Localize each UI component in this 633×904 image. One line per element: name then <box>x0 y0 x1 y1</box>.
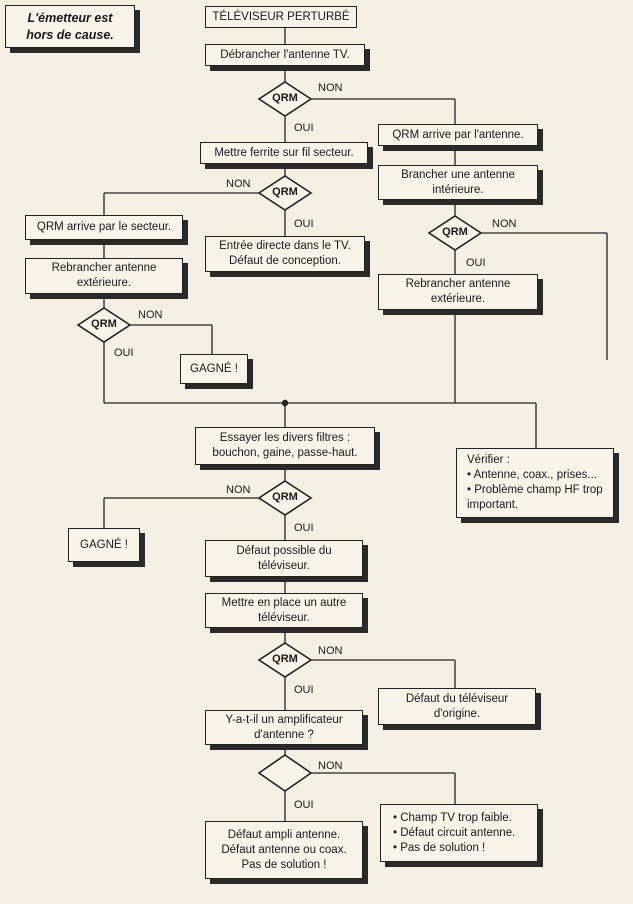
non-label: NON <box>138 309 163 321</box>
box-defaut-possible: Défaut possible du téléviseur. <box>205 540 363 577</box>
box-brancher-interieure: Brancher une antenne intérieure. <box>378 165 538 200</box>
non-label: NON <box>226 484 251 496</box>
oui-label: OUI <box>294 122 314 134</box>
box-debrancher: Débrancher l'antenne TV. <box>205 44 365 66</box>
oui-label: OUI <box>294 218 314 230</box>
decision-label-3: QRM <box>91 318 117 330</box>
decision-label-1: QRM <box>272 92 298 104</box>
decision-diamond-4 <box>427 215 483 251</box>
box-gagne-2: GAGNÉ ! <box>68 528 140 562</box>
oui-label: OUI <box>114 347 134 359</box>
oui-label: OUI <box>294 522 314 534</box>
oui-label: OUI <box>466 257 486 269</box>
non-label: NON <box>226 178 251 190</box>
box-filtres: Essayer les divers filtres : bouchon, ga… <box>195 427 375 465</box>
oui-label: OUI <box>294 799 314 811</box>
box-amplificateur: Y-a-t-il un amplificateur d'antenne ? <box>205 710 363 745</box>
non-label: NON <box>318 82 343 94</box>
box-autre-tv: Mettre en place un autre téléviseur. <box>205 593 363 628</box>
page-title: TÉLÉVISEUR PERTURBÉ <box>205 6 357 28</box>
box-qrm-antenne: QRM arrive par l'antenne. <box>378 124 538 146</box>
note-box: L'émetteur est hors de cause. <box>5 5 135 48</box>
non-label: NON <box>318 760 343 772</box>
box-ferrite: Mettre ferrite sur fil secteur. <box>200 142 368 164</box>
decision-label-2: QRM <box>272 186 298 198</box>
box-rebrancher-left: Rebrancher antenne extérieure. <box>25 258 183 294</box>
box-qrm-secteur: QRM arrive par le secteur. <box>25 215 183 240</box>
decision-label-4: QRM <box>442 226 468 238</box>
box-ampli-defaut: Défaut ampli antenne. Défaut antenne ou … <box>205 821 363 879</box>
decision-diamond-3 <box>76 307 132 343</box>
box-champ-faible: • Champ TV trop faible. • Défaut circuit… <box>380 804 538 862</box>
decision-label-5: QRM <box>272 491 298 503</box>
decision-diamond-2 <box>257 175 313 211</box>
decision-label-6: QRM <box>272 653 298 665</box>
decision-diamond-6 <box>257 642 313 678</box>
box-verifier: Vérifier : • Antenne, coax., prises... •… <box>456 448 614 518</box>
box-rebrancher-right: Rebrancher antenne extérieure. <box>378 274 538 310</box>
decision-diamond-5 <box>257 480 313 516</box>
decision-diamond-1 <box>257 81 313 117</box>
non-label: NON <box>492 218 517 230</box>
oui-label: OUI <box>294 684 314 696</box>
box-defaut-origine: Défaut du téléviseur d'origine. <box>378 688 536 725</box>
non-label: NON <box>318 645 343 657</box>
box-gagne-1: GAGNÉ ! <box>180 354 248 384</box>
box-entree-directe: Entrée directe dans le TV. Défaut de con… <box>205 236 365 272</box>
decision-diamond-7 <box>257 754 313 792</box>
